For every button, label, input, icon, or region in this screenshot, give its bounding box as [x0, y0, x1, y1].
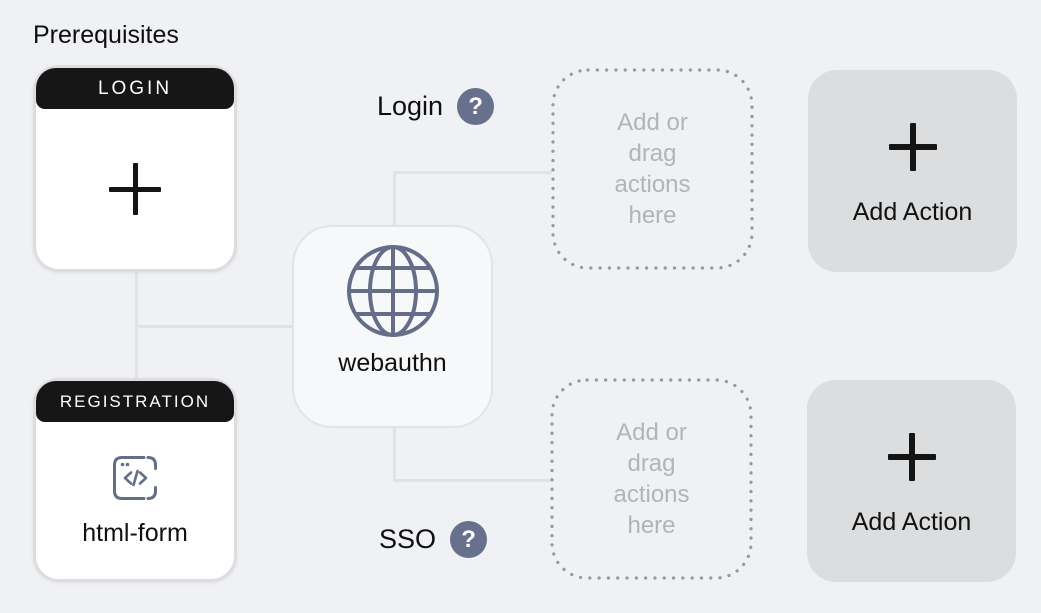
- registration-card-header: REGISTRATION: [36, 381, 234, 422]
- dropzone-hint-text: Add or drag actions here: [613, 417, 689, 541]
- connector-webauthn-sso-horizontal: [393, 479, 551, 482]
- dropzone-hint-line: drag: [628, 140, 677, 167]
- dropzone-dotted-border: [551, 68, 754, 270]
- connector-webauthn-login-horizontal: [393, 171, 552, 174]
- plus-icon: [109, 163, 161, 215]
- plus-icon: [887, 433, 936, 481]
- plus-icon: [888, 123, 937, 171]
- dropzone-hint-line: here: [627, 512, 676, 539]
- dropzone-hint-line: here: [628, 202, 677, 229]
- connector-webauthn-sso-vertical: [393, 426, 396, 482]
- flow-label-login: Login: [377, 91, 444, 121]
- dropzone-hint-line: actions: [613, 481, 690, 508]
- dropzone-sso[interactable]: Add or drag actions here: [550, 378, 753, 580]
- login-card-header: LOGIN: [36, 68, 234, 109]
- webauthn-node[interactable]: webauthn: [292, 225, 493, 428]
- dropzone-hint-line: actions: [614, 171, 691, 198]
- registration-prerequisite-card[interactable]: REGISTRATION html-form: [33, 378, 237, 582]
- globe-icon: [346, 245, 439, 337]
- flow-row-sso: SSO ?: [379, 521, 488, 558]
- html-form-label: html-form: [82, 518, 188, 547]
- dropzone-dotted-border: [550, 378, 753, 580]
- add-action-label: Add Action: [852, 198, 973, 226]
- login-card-header-label: LOGIN: [97, 77, 173, 99]
- login-card-body[interactable]: [36, 109, 234, 269]
- add-action-button-sso[interactable]: Add Action: [807, 380, 1016, 582]
- flow-label-sso: SSO: [379, 524, 437, 554]
- dropzone-hint-text: Add or drag actions here: [614, 107, 690, 231]
- page-title: Prerequisites: [33, 21, 179, 49]
- add-action-label: Add Action: [851, 508, 972, 536]
- registration-card-body[interactable]: html-form: [36, 422, 234, 579]
- webauthn-label: webauthn: [338, 349, 447, 377]
- connector-webauthn-login-vertical: [393, 171, 396, 227]
- dropzone-login[interactable]: Add or drag actions here: [551, 68, 754, 270]
- connector-prerequisites-webauthn: [135, 325, 294, 328]
- question-glyph: ?: [461, 525, 476, 553]
- question-glyph: ?: [468, 92, 483, 120]
- login-help-icon[interactable]: ?: [457, 88, 495, 125]
- flow-row-login: Login ?: [377, 88, 495, 125]
- registration-card-header-label: REGISTRATION: [59, 391, 211, 411]
- sso-help-icon[interactable]: ?: [450, 521, 488, 558]
- html-form-code-icon: [113, 455, 157, 500]
- add-action-button-login[interactable]: Add Action: [808, 70, 1017, 272]
- login-prerequisite-card[interactable]: LOGIN: [33, 65, 237, 272]
- dropzone-hint-line: Add or: [616, 419, 687, 446]
- dropzone-hint-line: Add or: [617, 109, 688, 136]
- dropzone-hint-line: drag: [627, 450, 676, 477]
